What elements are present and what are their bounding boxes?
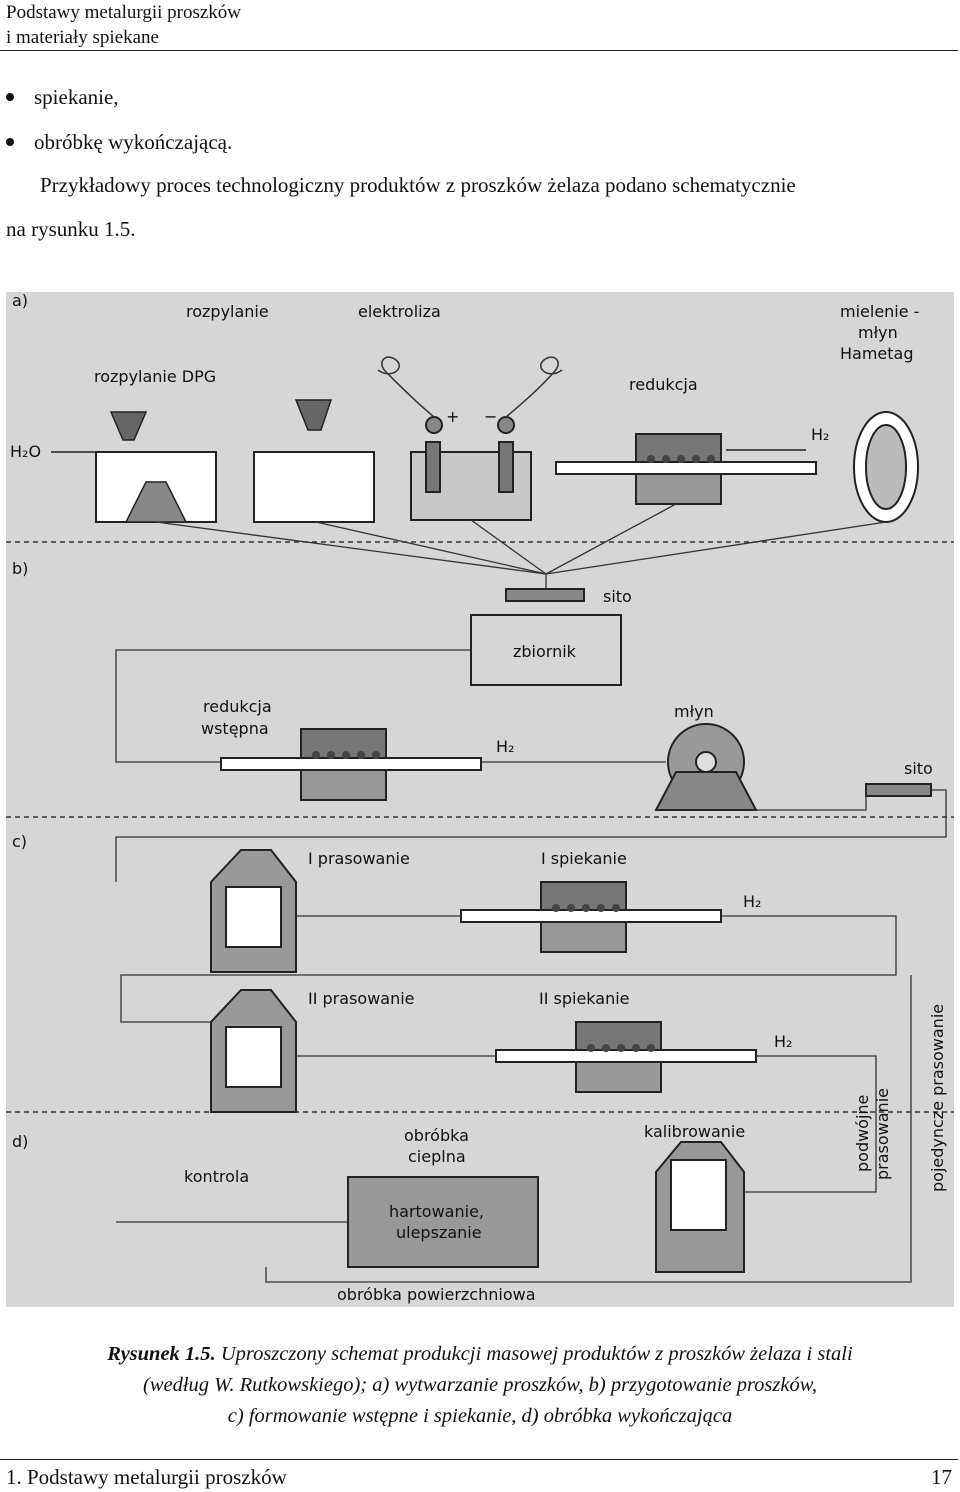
reduction-conveyor xyxy=(555,461,817,475)
label-i-spiekanie: I spiekanie xyxy=(541,849,627,868)
bullet-icon xyxy=(6,138,14,147)
label-mielenie-mlyn: młyn xyxy=(858,323,898,342)
caption-line-3: c) formowanie wstępne i spiekanie, d) ob… xyxy=(227,1405,733,1427)
caption-text-1: Uproszczony schemat produkcji masowej pr… xyxy=(215,1343,853,1365)
label-podwojne-prasowanie: prasowanie xyxy=(873,1088,892,1180)
label-section-d: d) xyxy=(12,1132,28,1151)
label-section-c: c) xyxy=(12,832,27,851)
label-obrobka-cieplna-2: cieplna xyxy=(408,1147,466,1166)
dpg-nozzle xyxy=(124,481,188,523)
label-obrobka-cieplna: obróbka xyxy=(404,1126,469,1145)
label-i-prasowanie: I prasowanie xyxy=(308,849,410,868)
dpg-funnel xyxy=(109,411,148,441)
sieve-b xyxy=(505,588,585,602)
sieve-b2 xyxy=(865,783,932,797)
header-line-1: Podstawy metalurgii proszków xyxy=(6,2,242,23)
label-redukcja-wstepna-2: wstępna xyxy=(201,719,269,738)
anode xyxy=(425,441,441,493)
tank xyxy=(470,614,622,686)
bullet-text: spiekanie, xyxy=(34,85,119,109)
label-h2-c2: H₂ xyxy=(774,1032,792,1051)
label-mielenie-hametag: Hametag xyxy=(840,344,914,363)
heat-treatment-box xyxy=(347,1176,539,1268)
bullet-icon xyxy=(6,93,14,102)
footer-chapter: 1. Podstawy metalurgii proszków xyxy=(6,1465,287,1489)
footer-rule xyxy=(0,1459,958,1460)
process-diagram-svg: a) rozpylanie elektroliza rozpylanie DPG… xyxy=(6,292,954,1304)
bullet-item: spiekanie, xyxy=(6,85,119,110)
label-ii-spiekanie: II spiekanie xyxy=(539,989,630,1008)
label-minus: − xyxy=(484,407,497,426)
label-ulepszanie: ulepszanie xyxy=(396,1223,482,1242)
caption-label: Rysunek 1.5. xyxy=(107,1343,216,1365)
label-kalibrowanie: kalibrowanie xyxy=(644,1122,745,1141)
label-kontrola: kontrola xyxy=(184,1167,249,1186)
label-hartowanie: hartowanie, xyxy=(389,1202,484,1221)
label-redukcja-wstepna: redukcja xyxy=(203,697,272,716)
label-sito: sito xyxy=(603,587,632,606)
label-h2-a: H₂ xyxy=(811,425,829,444)
label-pojedyncze-prasowanie: pojedyncze prasowanie xyxy=(928,1004,947,1192)
label-rozpylanie: rozpylanie xyxy=(186,302,269,321)
atomizer-tank xyxy=(253,451,375,523)
label-section-a: a) xyxy=(12,292,28,310)
label-h2o: H₂O xyxy=(10,442,41,461)
label-h2-c: H₂ xyxy=(743,892,761,911)
label-h2-b: H₂ xyxy=(496,737,514,756)
label-plus: + xyxy=(446,407,459,426)
label-redukcja: redukcja xyxy=(629,375,698,394)
label-mielenie: mielenie - xyxy=(840,302,919,321)
header-rule xyxy=(0,50,958,51)
label-obrobka-powierzchniowa: obróbka powierzchniowa xyxy=(337,1285,536,1304)
caption-line-1: Rysunek 1.5. Uproszczony schemat produkc… xyxy=(0,1343,960,1366)
reduction-furnace-bottom xyxy=(635,473,722,505)
label-section-b: b) xyxy=(12,559,28,578)
paragraph-line-2: na rysunku 1.5. xyxy=(6,217,136,241)
label-sito-2: sito xyxy=(904,759,933,778)
label-ii-prasowanie: II prasowanie xyxy=(308,989,415,1008)
label-mlyn: młyn xyxy=(674,702,714,721)
process-diagram: a) rozpylanie elektroliza rozpylanie DPG… xyxy=(6,292,954,1307)
label-rozpylanie-dpg: rozpylanie DPG xyxy=(94,367,216,386)
header-line-2: i materiały spiekane xyxy=(6,27,159,48)
page-number: 17 xyxy=(931,1465,952,1489)
caption-line-2: (według W. Rutkowskiego); a) wytwarzanie… xyxy=(143,1374,817,1396)
paragraph-line-1: Przykładowy proces technologiczny produk… xyxy=(40,173,796,197)
label-zbiornik: zbiornik xyxy=(513,642,577,661)
running-header: Podstawy metalurgii proszków i materiały… xyxy=(6,0,241,50)
cathode xyxy=(498,441,514,493)
atomizer-funnel xyxy=(294,399,333,431)
label-podwojne: podwójne xyxy=(853,1095,872,1172)
bullet-item: obróbkę wykończającą. xyxy=(6,130,232,155)
label-elektroliza: elektroliza xyxy=(358,302,441,321)
bullet-text: obróbkę wykończającą. xyxy=(34,130,233,154)
